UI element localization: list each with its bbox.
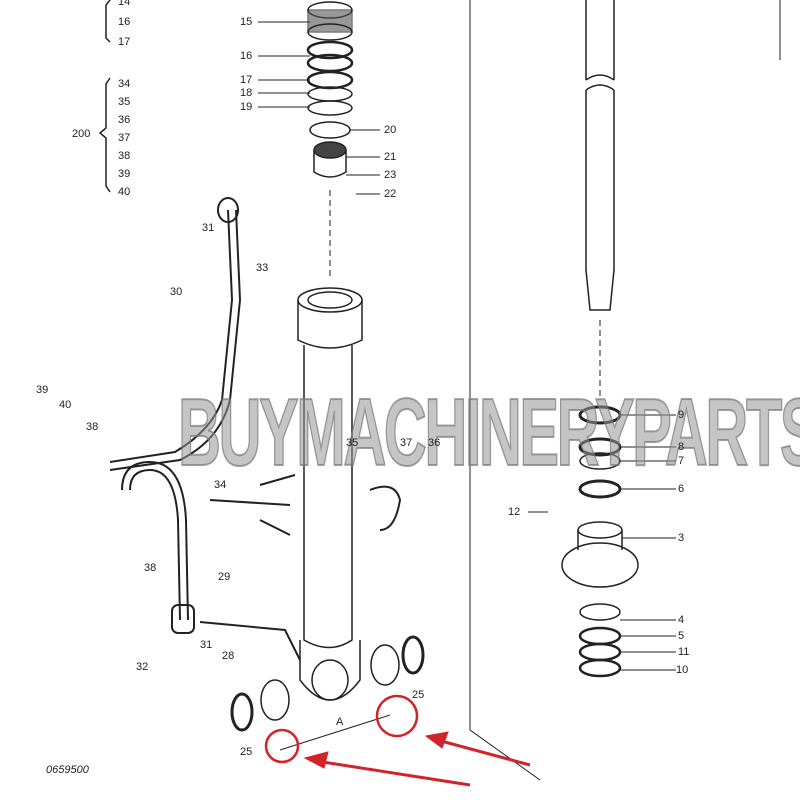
part-callout: 20 — [384, 124, 397, 136]
part-callout: 18 — [240, 87, 253, 99]
part-callout: 10 — [676, 664, 689, 676]
part-callout: 31 — [202, 222, 215, 234]
kit-list-item: 39 — [118, 168, 131, 180]
part-callout: 33 — [256, 262, 269, 274]
part-callout: 11 — [678, 646, 690, 658]
part-callout: 29 — [218, 571, 231, 583]
part-callout: 6 — [678, 483, 685, 495]
drawing-number: 0659500 — [46, 764, 89, 776]
part-callout: 5 — [678, 630, 685, 642]
part-callout: 38 — [144, 562, 157, 574]
kit-list-item: 36 — [118, 114, 131, 126]
highlight-circle-right — [375, 694, 419, 738]
arrow-left — [309, 758, 471, 787]
piston-seal-stack — [306, 1, 354, 280]
kit-list-item: 34 — [118, 78, 131, 90]
part-callout: 16 — [240, 50, 253, 62]
highlight-arrows — [303, 731, 531, 787]
hydraulic-pipes — [109, 197, 402, 661]
kit-list-item: 17 — [118, 36, 131, 48]
part-callout: 19 — [240, 101, 253, 113]
kit-bracket-200 — [98, 77, 111, 193]
part-callout: 17 — [240, 74, 253, 86]
part-callout: 12 — [508, 506, 521, 518]
kit-list-item: 14 — [118, 0, 131, 8]
part-callout: 22 — [384, 188, 397, 200]
part-callout: 4 — [678, 614, 685, 626]
kit-list-item: 38 — [118, 150, 131, 162]
highlight-circle-left — [264, 728, 300, 764]
part-callout: 37 — [400, 437, 413, 449]
watermark: BUYMACHINERYPARTS — [177, 378, 800, 487]
piston-rod — [469, 0, 781, 781]
arrow-right — [429, 736, 531, 767]
part-callout: 9 — [678, 409, 685, 421]
part-callout: 23 — [384, 169, 397, 181]
pin-bushings-and-seals — [230, 635, 425, 751]
kit-list-item: 35 — [118, 96, 131, 108]
part-callout: 34 — [214, 479, 227, 491]
highlight-circles — [264, 694, 419, 764]
part-callout: 25 — [412, 689, 425, 701]
part-callout: 8 — [678, 441, 685, 453]
part-callout: A — [336, 716, 344, 728]
part-callout: 31 — [200, 639, 213, 651]
part-callout: 39 — [36, 384, 49, 396]
rod-seal-stack — [528, 405, 676, 678]
part-callout: 28 — [222, 650, 235, 662]
group-label: 200 — [72, 128, 91, 140]
kit-list-item: 16 — [118, 16, 131, 28]
part-callout: 38 — [86, 421, 99, 433]
part-callout: 30 — [170, 286, 183, 298]
cylinder-barrel — [297, 287, 363, 701]
kit-bracket-top — [105, 0, 111, 43]
part-callout: 3 — [678, 532, 685, 544]
part-callout: 36 — [428, 437, 441, 449]
part-callout: 7 — [678, 455, 685, 467]
part-callout: 25 — [240, 746, 253, 758]
part-callout: 15 — [240, 16, 253, 28]
part-callout: 35 — [346, 437, 359, 449]
kit-list-item: 37 — [118, 132, 131, 144]
part-callout: 21 — [384, 151, 397, 163]
kit-list-item: 40 — [118, 186, 131, 198]
part-callout: 32 — [136, 661, 149, 673]
part-callout: 40 — [59, 399, 72, 411]
